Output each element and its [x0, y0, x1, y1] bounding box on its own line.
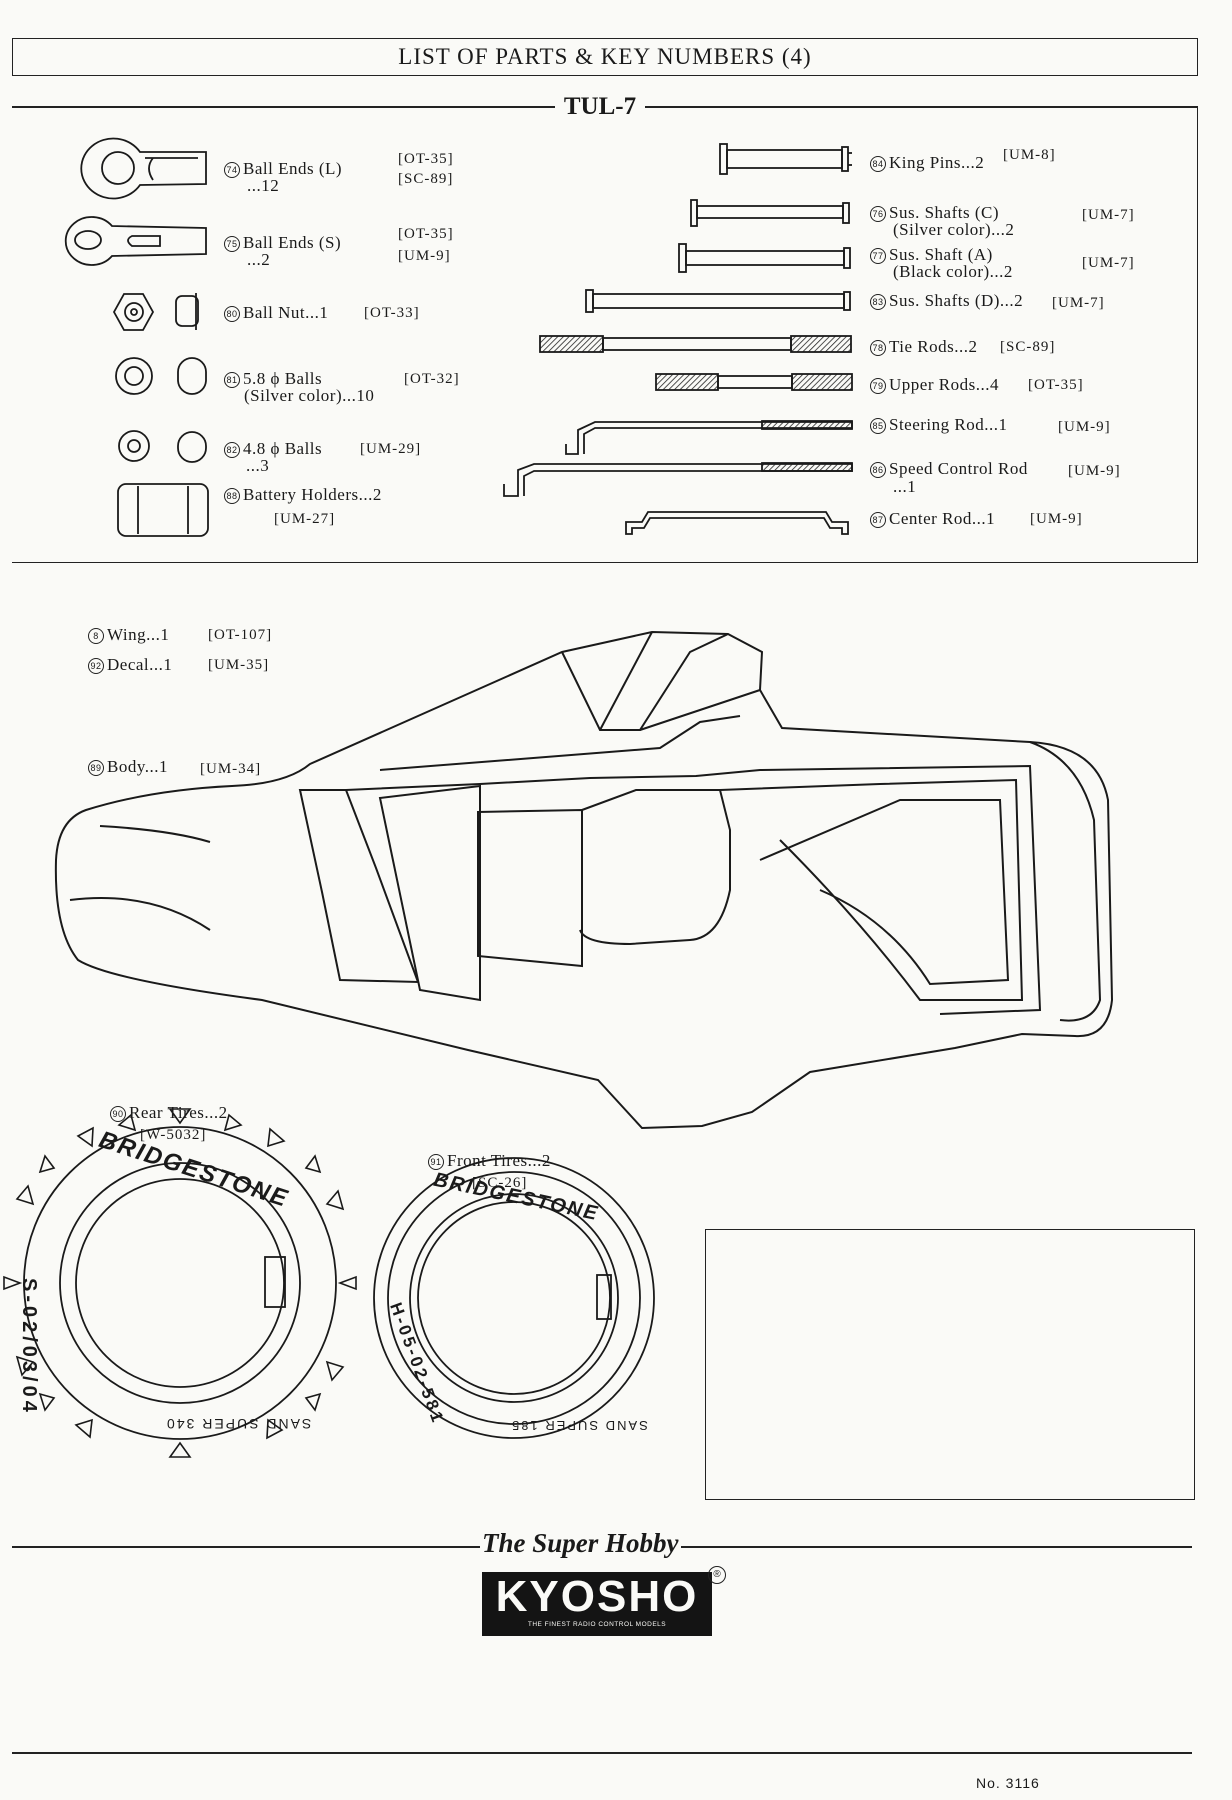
part-sub-76: (Silver color)...2 [893, 220, 1015, 239]
part-code-91: [SC-26] [472, 1175, 528, 1191]
part-code-75b: [UM-9] [398, 248, 451, 264]
part-code-89: [UM-34] [200, 761, 262, 777]
speed-control-rod-drawing [503, 462, 853, 497]
part-code-86: [UM-9] [1068, 463, 1121, 479]
ball-48-drawing [118, 430, 207, 463]
model-label: TUL-7 [555, 93, 645, 121]
tie-rod-drawing [539, 335, 852, 353]
title-box [12, 38, 1198, 76]
ball-nut-drawing [112, 293, 199, 331]
part-sub-77: (Black color)...2 [893, 262, 1013, 281]
logo-subtitle: THE FINEST RADIO CONTROL MODELS [527, 1621, 667, 1628]
center-rod-drawing [625, 511, 849, 535]
ball-end-small-drawing [64, 216, 207, 266]
front-tire-drawing [373, 1157, 655, 1439]
parts-frame [12, 106, 1198, 563]
page-title: LIST OF PARTS & KEY NUMBERS (4) [398, 44, 812, 69]
part-code-78: [SC-89] [1000, 339, 1056, 355]
part-code-80: [OT-33] [364, 305, 420, 321]
part-code-90: [W-5032] [140, 1127, 207, 1143]
part-qty-86: ...1 [893, 477, 917, 496]
part-code-83: [UM-7] [1052, 295, 1105, 311]
bottom-rule [12, 1752, 1192, 1754]
part-code-87: [UM-9] [1030, 511, 1083, 527]
part-code-88: [UM-27] [274, 511, 336, 527]
part-code-84: [UM-8] [1003, 147, 1056, 163]
part-code-79: [OT-35] [1028, 377, 1084, 393]
part-qty-75: ...2 [247, 250, 271, 269]
document-number: No. 3116 [976, 1775, 1040, 1791]
part-sub-81: (Silver color)...10 [244, 386, 375, 405]
part-code-74b: [SC-89] [398, 171, 454, 187]
king-pin-drawing [719, 143, 852, 175]
part-code-92: [UM-35] [208, 657, 270, 673]
sus-shaft-a-drawing [678, 243, 851, 273]
rear-tire-drawing [3, 1108, 357, 1458]
logo-wordmark: KYOSHO [495, 1572, 699, 1621]
ball-end-large-drawing [80, 137, 207, 200]
sus-shaft-d-drawing [585, 289, 851, 313]
part-code-81: [OT-32] [404, 371, 460, 387]
part-code-75a: [OT-35] [398, 226, 454, 242]
blank-note-box [705, 1229, 1195, 1500]
registered-mark: ® [708, 1566, 726, 1584]
front-tire-model: SAND SUPER 185 [510, 1418, 648, 1433]
body-shell-drawing [54, 630, 1114, 1130]
tagline: The Super Hobby [480, 1528, 681, 1559]
part-qty-82: ...3 [246, 456, 270, 475]
part-code-85: [UM-9] [1058, 419, 1111, 435]
part-code-77: [UM-7] [1082, 255, 1135, 271]
part-code-8: [OT-107] [208, 627, 273, 643]
sus-shaft-c-drawing [690, 199, 850, 227]
steering-rod-drawing [565, 420, 853, 455]
ball-58-drawing [115, 357, 207, 395]
rear-tire-model: SAND SUPER 340 [165, 1416, 312, 1432]
part-code-76: [UM-7] [1082, 207, 1135, 223]
part-code-82: [UM-29] [360, 441, 422, 457]
rear-tire-size: S-02/03/04 [18, 1278, 40, 1416]
kyosho-logo [482, 1572, 712, 1636]
part-code-74a: [OT-35] [398, 151, 454, 167]
part-qty-74: ...12 [247, 176, 280, 195]
battery-holder-drawing [117, 483, 209, 537]
upper-rod-drawing [655, 373, 853, 391]
